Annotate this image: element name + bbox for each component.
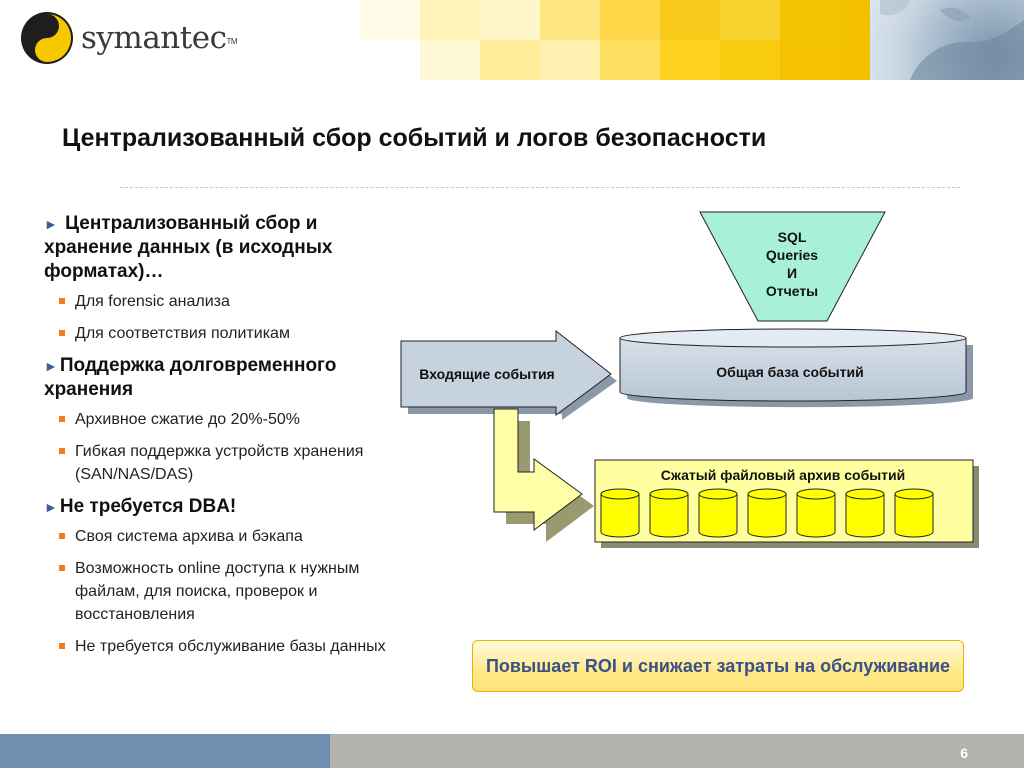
- subitem: Не требуется обслуживание базы данных: [44, 635, 404, 658]
- brand-name: symantecTM: [81, 20, 237, 56]
- archive-label: Сжатый файловый архив событий: [660, 467, 906, 483]
- funnel-line: И: [786, 265, 798, 281]
- bullet-long-term-storage: ►Поддержка долговременного хранения: [44, 355, 337, 400]
- funnel-label: SQL Queries И Отчеты: [742, 228, 842, 300]
- archive-cylinder: [649, 488, 689, 538]
- bullet-arrow-icon: ►: [44, 216, 58, 232]
- subitem: Архивное сжатие до 20%-50%: [44, 408, 404, 431]
- funnel-shape: [699, 211, 886, 322]
- page-number: 6: [960, 745, 968, 761]
- incoming-events-label: Входящие события: [419, 366, 555, 382]
- funnel-line: Отчеты: [765, 283, 819, 299]
- archive-cylinder: [698, 488, 738, 538]
- bullet-arrow-icon: ►: [44, 358, 58, 374]
- bullet-centralized-collection: ► Централизованный сбор и хранение данны…: [44, 213, 333, 282]
- subitem: Гибкая поддержка устройств хранения (SAN…: [44, 440, 404, 486]
- bullet-list: ► Централизованный сбор и хранение данны…: [44, 212, 404, 667]
- symantec-logo: symantecTM: [20, 10, 237, 66]
- archive-cylinder: [600, 488, 640, 538]
- archive-cylinders: [600, 488, 934, 538]
- bullet-square-icon: [59, 565, 65, 571]
- roi-text: Повышает ROI и снижает затраты на обслуж…: [485, 656, 951, 676]
- globe-image: [870, 0, 1024, 80]
- header: symantecTM: [0, 0, 1024, 80]
- roi-callout: Повышает ROI и снижает затраты на обслуж…: [472, 640, 964, 692]
- bullet-square-icon: [59, 448, 65, 454]
- subitem: Для forensic анализа: [44, 290, 404, 313]
- slide-title: Централизованный сбор событий и логов бе…: [62, 124, 767, 152]
- bullet-square-icon: [59, 416, 65, 422]
- subitem: Своя система архива и бэкапа: [44, 525, 404, 548]
- bullet-square-icon: [59, 298, 65, 304]
- footer-blue-bar: [0, 734, 330, 768]
- archive-flow-arrow: [493, 408, 594, 542]
- incoming-events-arrow: [400, 329, 617, 420]
- archive-cylinder: [894, 488, 934, 538]
- title-divider: [120, 187, 960, 188]
- footer-gray-bar: [330, 734, 1024, 768]
- bullet-square-icon: [59, 533, 65, 539]
- bullet-arrow-icon: ►: [44, 499, 58, 515]
- bullet-no-dba: ►Не требуется DBA!: [44, 496, 237, 517]
- funnel-line: Queries: [765, 247, 819, 263]
- archive-cylinder: [845, 488, 885, 538]
- subitem: Возможность online доступа к нужным файл…: [44, 557, 404, 626]
- archive-cylinder: [796, 488, 836, 538]
- database-cylinder: [619, 328, 973, 408]
- subitem: Для соответствия политикам: [44, 322, 404, 345]
- bullet-square-icon: [59, 330, 65, 336]
- funnel-line: SQL: [777, 229, 807, 245]
- archive-cylinder: [747, 488, 787, 538]
- bullet-square-icon: [59, 643, 65, 649]
- symantec-logo-icon: [21, 12, 73, 64]
- database-label: Общая база событий: [716, 364, 864, 380]
- header-banner: [360, 0, 1024, 80]
